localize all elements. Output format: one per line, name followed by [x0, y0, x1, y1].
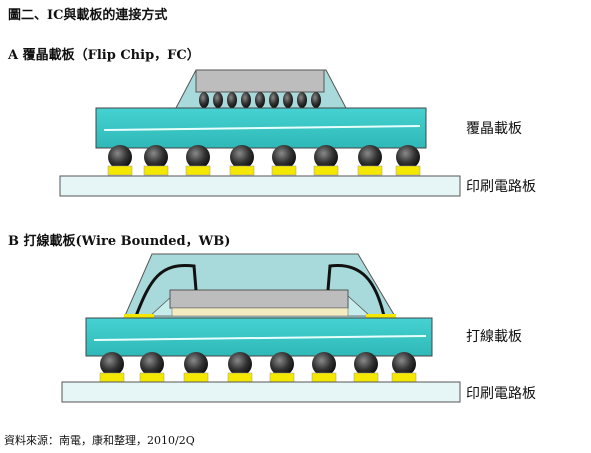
fc-pcb-pads: [107, 165, 421, 176]
pcb-pad: [391, 372, 417, 383]
solder-ball: [314, 145, 338, 169]
solder-ball: [392, 352, 416, 376]
solder-ball: [144, 145, 168, 169]
wb-adhesive: [171, 307, 349, 317]
micro-bump: [199, 92, 209, 108]
fc-die: [195, 69, 325, 93]
fc-solder-balls: [108, 145, 420, 169]
wb-bond-wire-left: [134, 263, 198, 317]
wb-bond-pad-left: [124, 314, 154, 319]
pcb-pad: [269, 372, 295, 383]
fc-substrate-label: 覆晶載板: [466, 121, 522, 137]
pcb-pad: [227, 372, 253, 383]
solder-ball: [186, 145, 210, 169]
wb-die: [169, 289, 349, 309]
wb-solder-balls: [100, 352, 416, 376]
solder-ball: [272, 145, 296, 169]
micro-bump: [269, 92, 279, 108]
pcb-pad: [353, 372, 379, 383]
solder-ball: [230, 145, 254, 169]
wb-pcb: [61, 381, 461, 403]
fc-substrate-trace: [103, 125, 421, 131]
fc-pcb-label: 印刷電路板: [466, 179, 536, 195]
pcb-pad: [229, 165, 255, 176]
solder-ball: [140, 352, 164, 376]
wb-pcb-pads: [99, 372, 417, 383]
figure-title: 圖二、IC與載板的連接方式: [8, 8, 168, 23]
solder-ball: [228, 352, 252, 376]
wb-substrate-trace: [93, 335, 427, 341]
micro-bump: [255, 92, 265, 108]
wb-bond-pad-right: [366, 314, 396, 319]
micro-bump: [241, 92, 251, 108]
solder-ball: [270, 352, 294, 376]
wb-pcb-label: 印刷電路板: [466, 386, 536, 402]
wb-substrate: [85, 317, 433, 357]
pcb-pad: [271, 165, 297, 176]
micro-bump: [311, 92, 321, 108]
wb-heading: B 打線載板(Wire Bounded，WB): [8, 234, 231, 249]
source-note: 資料來源：南電，康和整理，2010/2Q: [4, 434, 195, 447]
solder-ball: [358, 145, 382, 169]
pcb-pad: [143, 165, 169, 176]
micro-bump: [227, 92, 237, 108]
wb-bond-wire-right: [326, 264, 386, 317]
solder-ball: [184, 352, 208, 376]
pcb-pad: [357, 165, 383, 176]
pcb-pad: [311, 372, 337, 383]
solder-ball: [396, 145, 420, 169]
micro-bump: [213, 92, 223, 108]
pcb-pad: [313, 165, 339, 176]
pcb-pad: [185, 165, 211, 176]
fc-micro-bumps: [199, 92, 321, 108]
pcb-pad: [99, 372, 125, 383]
solder-ball: [312, 352, 336, 376]
micro-bump: [297, 92, 307, 108]
pcb-pad: [183, 372, 209, 383]
solder-ball: [354, 352, 378, 376]
solder-ball: [108, 145, 132, 169]
wb-substrate-label: 打線載板: [466, 329, 522, 345]
solder-ball: [100, 352, 124, 376]
pcb-pad: [139, 372, 165, 383]
fc-pcb: [59, 175, 461, 197]
fc-heading: A 覆晶載板（Flip Chip，FC）: [8, 48, 200, 63]
pcb-pad: [107, 165, 133, 176]
pcb-pad: [395, 165, 421, 176]
micro-bump: [283, 92, 293, 108]
